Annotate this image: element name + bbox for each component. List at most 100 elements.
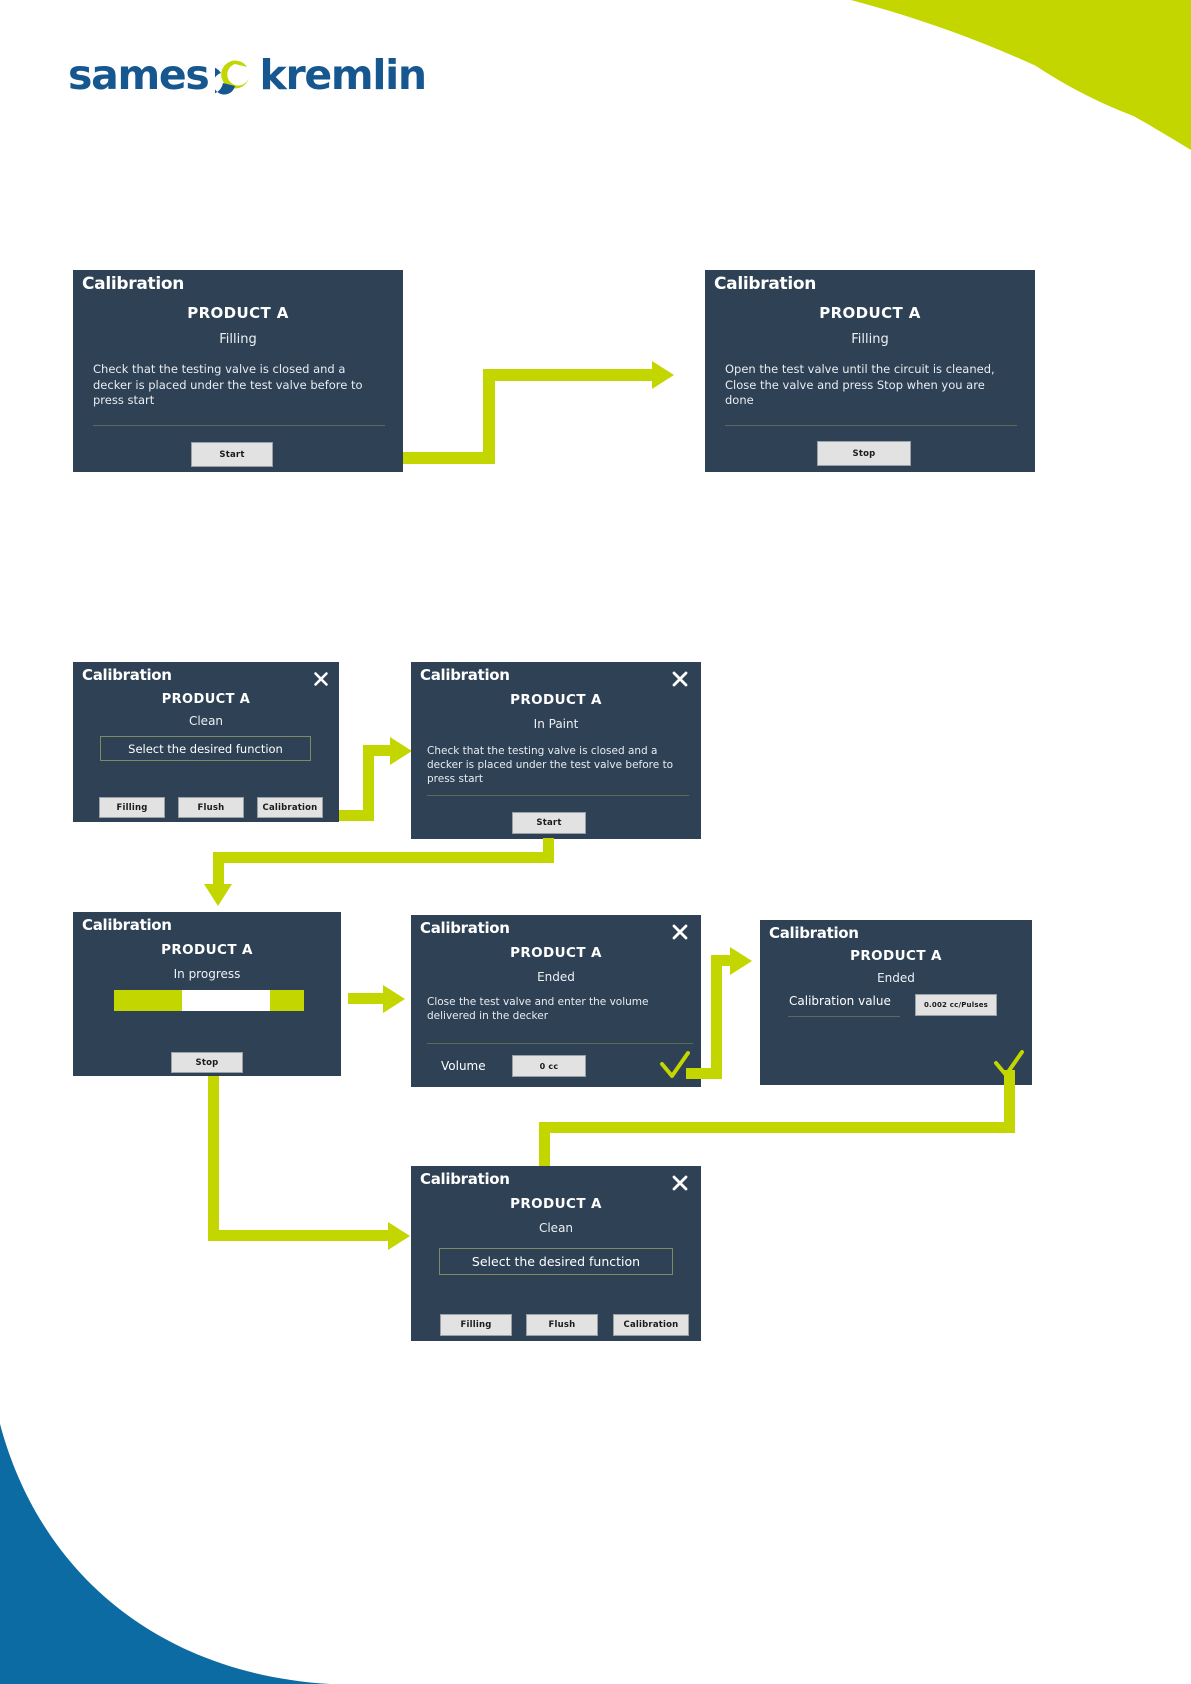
filling-button[interactable]: Filling xyxy=(99,797,165,818)
start-button[interactable]: Start xyxy=(191,442,273,467)
filling-button[interactable]: Filling xyxy=(440,1314,512,1336)
calibration-value-field[interactable]: 0.002 cc/Pulses xyxy=(915,994,997,1016)
progress-segment xyxy=(269,990,304,1011)
dialog-in-progress: Calibration PRODUCT A In progress Stop xyxy=(73,912,341,1076)
volume-label: Volume xyxy=(441,1059,486,1073)
connector-1-arrowhead xyxy=(652,361,674,389)
dialog-title: Calibration xyxy=(714,274,817,294)
stop-button[interactable]: Stop xyxy=(171,1052,243,1073)
brand-logo: sames kremlin xyxy=(68,51,428,99)
sames-spiral-icon xyxy=(194,55,255,95)
product-label: PRODUCT A xyxy=(850,948,942,964)
connector-4-h1 xyxy=(208,1230,392,1241)
check-icon[interactable] xyxy=(659,1051,691,1087)
check-glyph xyxy=(660,1051,690,1078)
connector-7-v2 xyxy=(539,1128,550,1170)
instruction-text: Close the test valve and enter the volum… xyxy=(427,996,649,1023)
calibration-button[interactable]: Calibration xyxy=(257,797,323,818)
close-icon[interactable]: close-icon xyxy=(371,278,391,298)
close-icon[interactable] xyxy=(671,670,689,688)
state-label: Clean xyxy=(188,714,224,728)
product-label: PRODUCT A xyxy=(161,692,251,707)
product-label: PRODUCT A xyxy=(510,945,602,961)
spiral-glyph xyxy=(194,60,249,95)
close-icon[interactable] xyxy=(671,923,689,941)
connector-4-arrowhead xyxy=(388,1222,410,1250)
progress-segment xyxy=(114,990,183,1011)
stop-button[interactable]: Stop xyxy=(817,441,911,466)
brand-name-part2: kremlin xyxy=(259,51,428,99)
connector-1-v1 xyxy=(483,369,495,464)
connector-5-h1 xyxy=(348,993,386,1004)
state-label: Ended xyxy=(877,971,915,985)
connector-4-v1 xyxy=(208,1076,219,1236)
green-corner-shape xyxy=(851,0,1191,150)
connector-3-arrowhead xyxy=(204,884,232,906)
state-label: Clean xyxy=(538,1221,574,1235)
connector-3-v1 xyxy=(543,838,554,858)
dialog-ended-calibration-value: Calibration PRODUCT A Ended Calibration … xyxy=(760,920,1032,1085)
dialog-in-paint: Calibration PRODUCT A In Paint Check tha… xyxy=(411,662,701,839)
state-label: Filling xyxy=(851,332,889,347)
dialog-filling-stop: Calibration PRODUCT A Filling Open the t… xyxy=(705,270,1035,472)
dialog-ended-volume: Calibration PRODUCT A Ended Close the te… xyxy=(411,915,701,1087)
close-glyph xyxy=(672,924,688,940)
dialog-clean-select-2: Calibration PRODUCT A Clean Select the d… xyxy=(411,1166,701,1341)
dialog-title: Calibration xyxy=(420,1170,510,1188)
dialog-title: Calibration xyxy=(769,924,859,942)
connector-5-arrowhead xyxy=(383,985,405,1013)
progress-bar xyxy=(114,990,304,1011)
connector-2-h1 xyxy=(324,810,374,821)
blue-corner-shape xyxy=(0,1424,330,1684)
connector-2-h2 xyxy=(369,745,403,756)
dialog-title: Calibration xyxy=(420,919,510,937)
divider xyxy=(725,425,1017,426)
connector-7-v1 xyxy=(1004,1070,1015,1128)
select-function-field[interactable]: Select the desired function xyxy=(439,1248,673,1275)
product-label: PRODUCT A xyxy=(510,1196,602,1212)
close-icon[interactable] xyxy=(671,1174,689,1192)
volume-value-field[interactable]: 0 cc xyxy=(512,1055,586,1077)
close-icon[interactable] xyxy=(313,670,329,686)
state-label: Ended xyxy=(537,970,575,984)
divider xyxy=(93,425,385,426)
product-label: PRODUCT A xyxy=(187,304,289,322)
calibration-value-label: Calibration value xyxy=(789,994,891,1008)
flush-button[interactable]: Flush xyxy=(178,797,244,818)
divider xyxy=(427,795,689,796)
connector-6-v1 xyxy=(711,955,722,1079)
decor-corner-bottom-left xyxy=(0,1424,330,1684)
divider xyxy=(427,1043,693,1044)
brand-name-part1: sames xyxy=(68,51,210,99)
product-label: PRODUCT A xyxy=(161,942,253,958)
connector-6-h2 xyxy=(717,955,741,966)
flush-button[interactable]: Flush xyxy=(526,1314,598,1336)
dialog-filling-start: Calibration close-icon PRODUCT A Filling… xyxy=(73,270,403,472)
instruction-text: Check that the testing valve is closed a… xyxy=(427,745,674,786)
connector-6-arrowhead xyxy=(730,947,752,975)
dialog-title: Calibration xyxy=(420,666,510,684)
state-label: In Paint xyxy=(533,717,579,731)
connector-3-h1 xyxy=(213,852,554,863)
connector-1-h2 xyxy=(489,369,657,381)
divider xyxy=(788,1016,900,1017)
dialog-clean-select-1: Calibration PRODUCT A Clean Select the d… xyxy=(73,662,339,822)
connector-2-v1 xyxy=(363,745,374,821)
close-glyph xyxy=(672,1175,688,1191)
close-glyph xyxy=(314,672,328,686)
select-function-field[interactable]: Select the desired function xyxy=(100,736,311,761)
decor-corner-top-right xyxy=(851,0,1191,150)
instruction-text: Check that the testing valve is closed a… xyxy=(93,362,363,408)
instruction-text: Open the test valve until the circuit is… xyxy=(725,362,995,408)
dialog-title: Calibration xyxy=(82,916,172,934)
connector-3-v2 xyxy=(213,858,224,888)
start-button[interactable]: Start xyxy=(512,812,586,834)
calibration-button[interactable]: Calibration xyxy=(613,1314,689,1336)
state-label: Filling xyxy=(219,332,257,347)
close-glyph xyxy=(672,671,688,687)
connector-6-h1 xyxy=(686,1068,722,1079)
product-label: PRODUCT A xyxy=(819,304,921,322)
state-label: In progress xyxy=(173,967,241,981)
connector-2-arrowhead xyxy=(390,737,412,765)
